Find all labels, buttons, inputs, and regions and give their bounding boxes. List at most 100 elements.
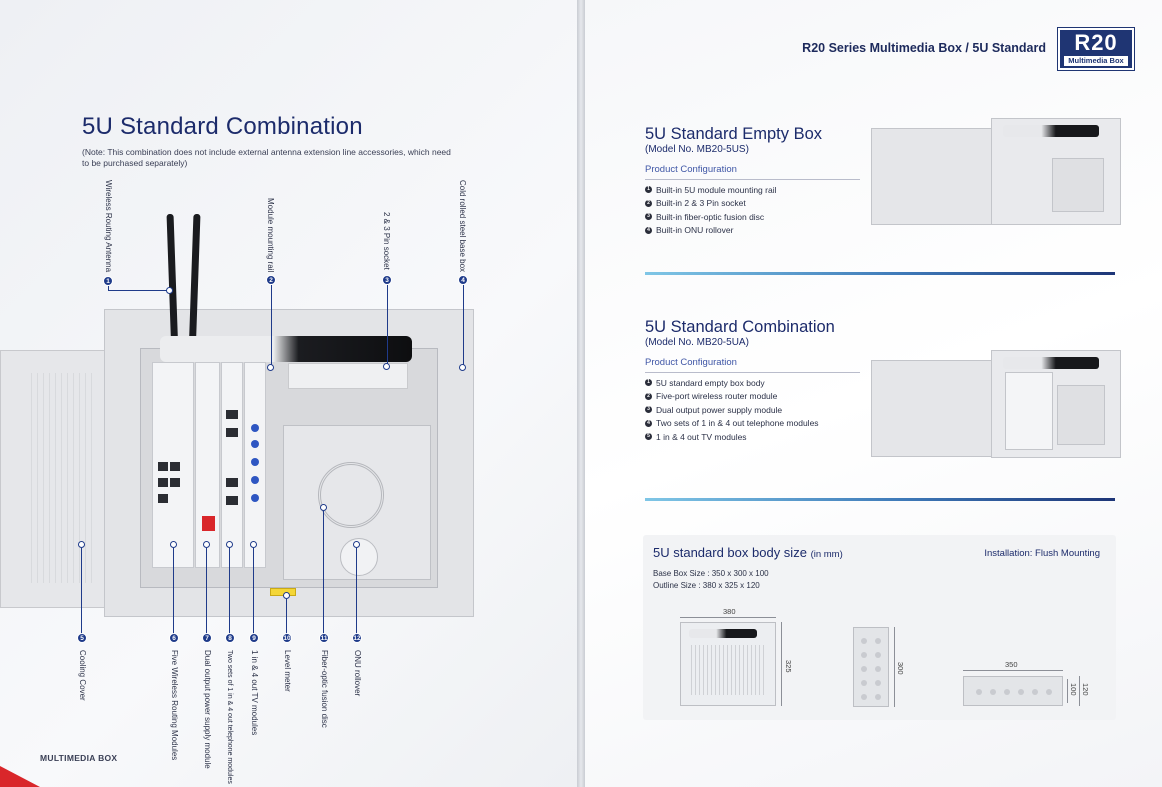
callout-dot	[353, 541, 360, 548]
size-specs: Base Box Size : 350 x 300 x 100 Outline …	[653, 568, 769, 592]
page-note: (Note: This combination does not include…	[82, 147, 451, 168]
leader-line	[356, 548, 357, 634]
callout-label: Five Wireless Routing Modules	[170, 650, 179, 761]
router-illustration	[160, 336, 412, 362]
callout-label: Fiber-optic fusion disc	[320, 650, 329, 728]
logo-subtext: Multimedia Box	[1064, 56, 1128, 66]
config-heading: Product Configuration	[645, 164, 737, 175]
callout-number: 12	[352, 633, 362, 643]
leader-line	[81, 548, 82, 634]
lan-port	[170, 462, 180, 471]
callout-label: Module mounting rail	[266, 198, 275, 273]
dim-line	[781, 622, 782, 706]
callout-number: 2	[266, 275, 276, 285]
callout-label: Two sets of 1 in & 4 out telephone modul…	[226, 650, 233, 784]
callout-number: 10	[282, 633, 292, 643]
lan-port	[158, 478, 168, 487]
callout-label: Cooling Cover	[78, 650, 87, 701]
callout-dot	[267, 364, 274, 371]
config-heading: Product Configuration	[645, 357, 737, 368]
telephone-module	[221, 362, 243, 568]
leader-line	[286, 599, 287, 634]
logo-text: R20	[1074, 30, 1118, 55]
callout-label: Dual output power supply module	[203, 650, 212, 769]
leader-line	[108, 290, 170, 291]
installation-type: Installation: Flush Mounting	[984, 548, 1100, 559]
phone-port	[226, 428, 238, 437]
callout-number: 7	[202, 633, 212, 643]
tv-port	[251, 424, 259, 432]
phone-port	[226, 410, 238, 419]
config-divider	[645, 372, 860, 373]
empty-box-fusion-disc	[1052, 158, 1104, 212]
outline-size: Outline Size : 380 x 325 x 120	[653, 581, 760, 590]
section-title: 5U Standard Combination	[645, 318, 835, 336]
dim-top-depth-outer: 120	[1081, 683, 1090, 696]
phone-port	[226, 478, 238, 487]
right-page: R20 Series Multimedia Box / 5U Standard …	[585, 0, 1162, 787]
callout-number: 4	[458, 275, 468, 285]
series-header: R20 Series Multimedia Box / 5U Standard	[802, 41, 1046, 55]
dim-line	[680, 617, 776, 618]
callout-number: 1	[103, 276, 113, 286]
leader-line	[463, 285, 464, 366]
dim-line	[1067, 679, 1068, 703]
leader-line	[206, 548, 207, 634]
dim-line	[894, 627, 895, 707]
leader-line	[173, 548, 174, 634]
book-gutter	[577, 0, 585, 787]
callout-dot	[383, 363, 390, 370]
dim-top-width: 350	[1005, 660, 1018, 669]
tv-port	[251, 476, 259, 484]
model-number: (Model No. MB20-5US)	[645, 144, 749, 155]
footer-label: MULTIMEDIA BOX	[40, 753, 118, 763]
leader-line	[271, 285, 272, 367]
leader-line	[387, 285, 388, 365]
leader-line	[323, 511, 324, 634]
lan-port	[170, 478, 180, 487]
tv-port	[251, 494, 259, 502]
callout-dot	[250, 541, 257, 548]
callout-label: 2 & 3 Pin socket	[382, 212, 391, 270]
empty-box-cover-image	[871, 128, 993, 225]
callout-dot	[203, 541, 210, 548]
tv-port	[251, 458, 259, 466]
top-view-drawing	[963, 676, 1063, 706]
section-divider	[645, 498, 1115, 501]
front-view-drawing	[680, 622, 776, 706]
front-view-grille	[691, 645, 767, 695]
dim-front-width: 380	[723, 607, 736, 616]
left-page: 5U Standard Combination (Note: This comb…	[0, 0, 577, 787]
fan-grille	[318, 462, 384, 528]
lan-port	[158, 462, 168, 471]
lan-port	[158, 494, 168, 503]
callout-number: 8	[225, 633, 235, 643]
callout-number: 9	[249, 633, 259, 643]
callout-label: Cold rolled steel base box	[458, 180, 467, 273]
dim-side-height: 300	[896, 662, 905, 675]
r20-logo: R20 Multimedia Box	[1057, 27, 1135, 71]
size-title: 5U standard box body size (in mm)	[653, 545, 843, 560]
callout-label: 1 in & 4 out TV modules	[250, 650, 259, 736]
callout-dot	[283, 592, 290, 599]
model-number: (Model No. MB20-5UA)	[645, 337, 749, 348]
power-module	[195, 362, 220, 568]
callout-dot	[320, 504, 327, 511]
front-view-router	[689, 629, 757, 638]
dim-front-height: 325	[784, 660, 793, 673]
phone-port	[226, 496, 238, 505]
config-divider	[645, 179, 860, 180]
callout-dot	[226, 541, 233, 548]
callout-label: ONU rollover	[353, 650, 362, 697]
callout-label: Wireless Routing Antenna	[104, 180, 113, 273]
combination-router-bar	[1003, 357, 1099, 369]
leader-line	[253, 548, 254, 634]
